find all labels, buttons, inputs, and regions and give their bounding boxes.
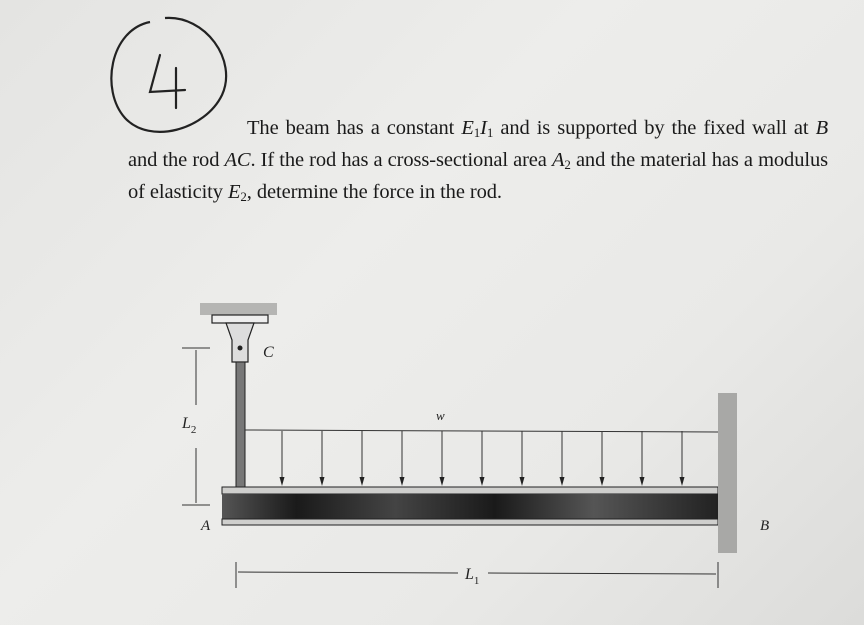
load-arrowhead	[559, 477, 565, 486]
clevis-c	[225, 322, 255, 363]
label-c: C	[263, 344, 274, 361]
load-arrowhead	[479, 477, 485, 486]
load-arrowhead	[599, 477, 605, 486]
load-arrowhead	[679, 477, 685, 486]
ceiling-support	[200, 303, 277, 315]
label-a: A	[200, 518, 211, 534]
beam	[221, 486, 719, 526]
handwritten-problem-number	[110, 16, 228, 133]
label-b: B	[760, 518, 769, 534]
dimension-l1	[235, 562, 719, 588]
label-l2: L2	[181, 415, 196, 436]
load-arrowhead	[359, 477, 365, 486]
fixed-wall-b	[718, 393, 737, 553]
rod-ac	[235, 361, 246, 491]
problem-statement: The beam has a constant E1I1 and is supp…	[128, 117, 829, 204]
load-arrowhead	[279, 477, 285, 486]
dimension-l2	[182, 347, 210, 506]
label-l1: L1	[464, 566, 479, 587]
distributed-load-w	[279, 431, 685, 486]
load-arrowhead	[319, 477, 325, 486]
load-arrowhead	[439, 477, 445, 486]
load-arrowhead	[519, 477, 525, 486]
label-w: w	[436, 408, 445, 423]
load-arrowhead	[639, 477, 645, 486]
load-arrowhead	[399, 477, 405, 486]
